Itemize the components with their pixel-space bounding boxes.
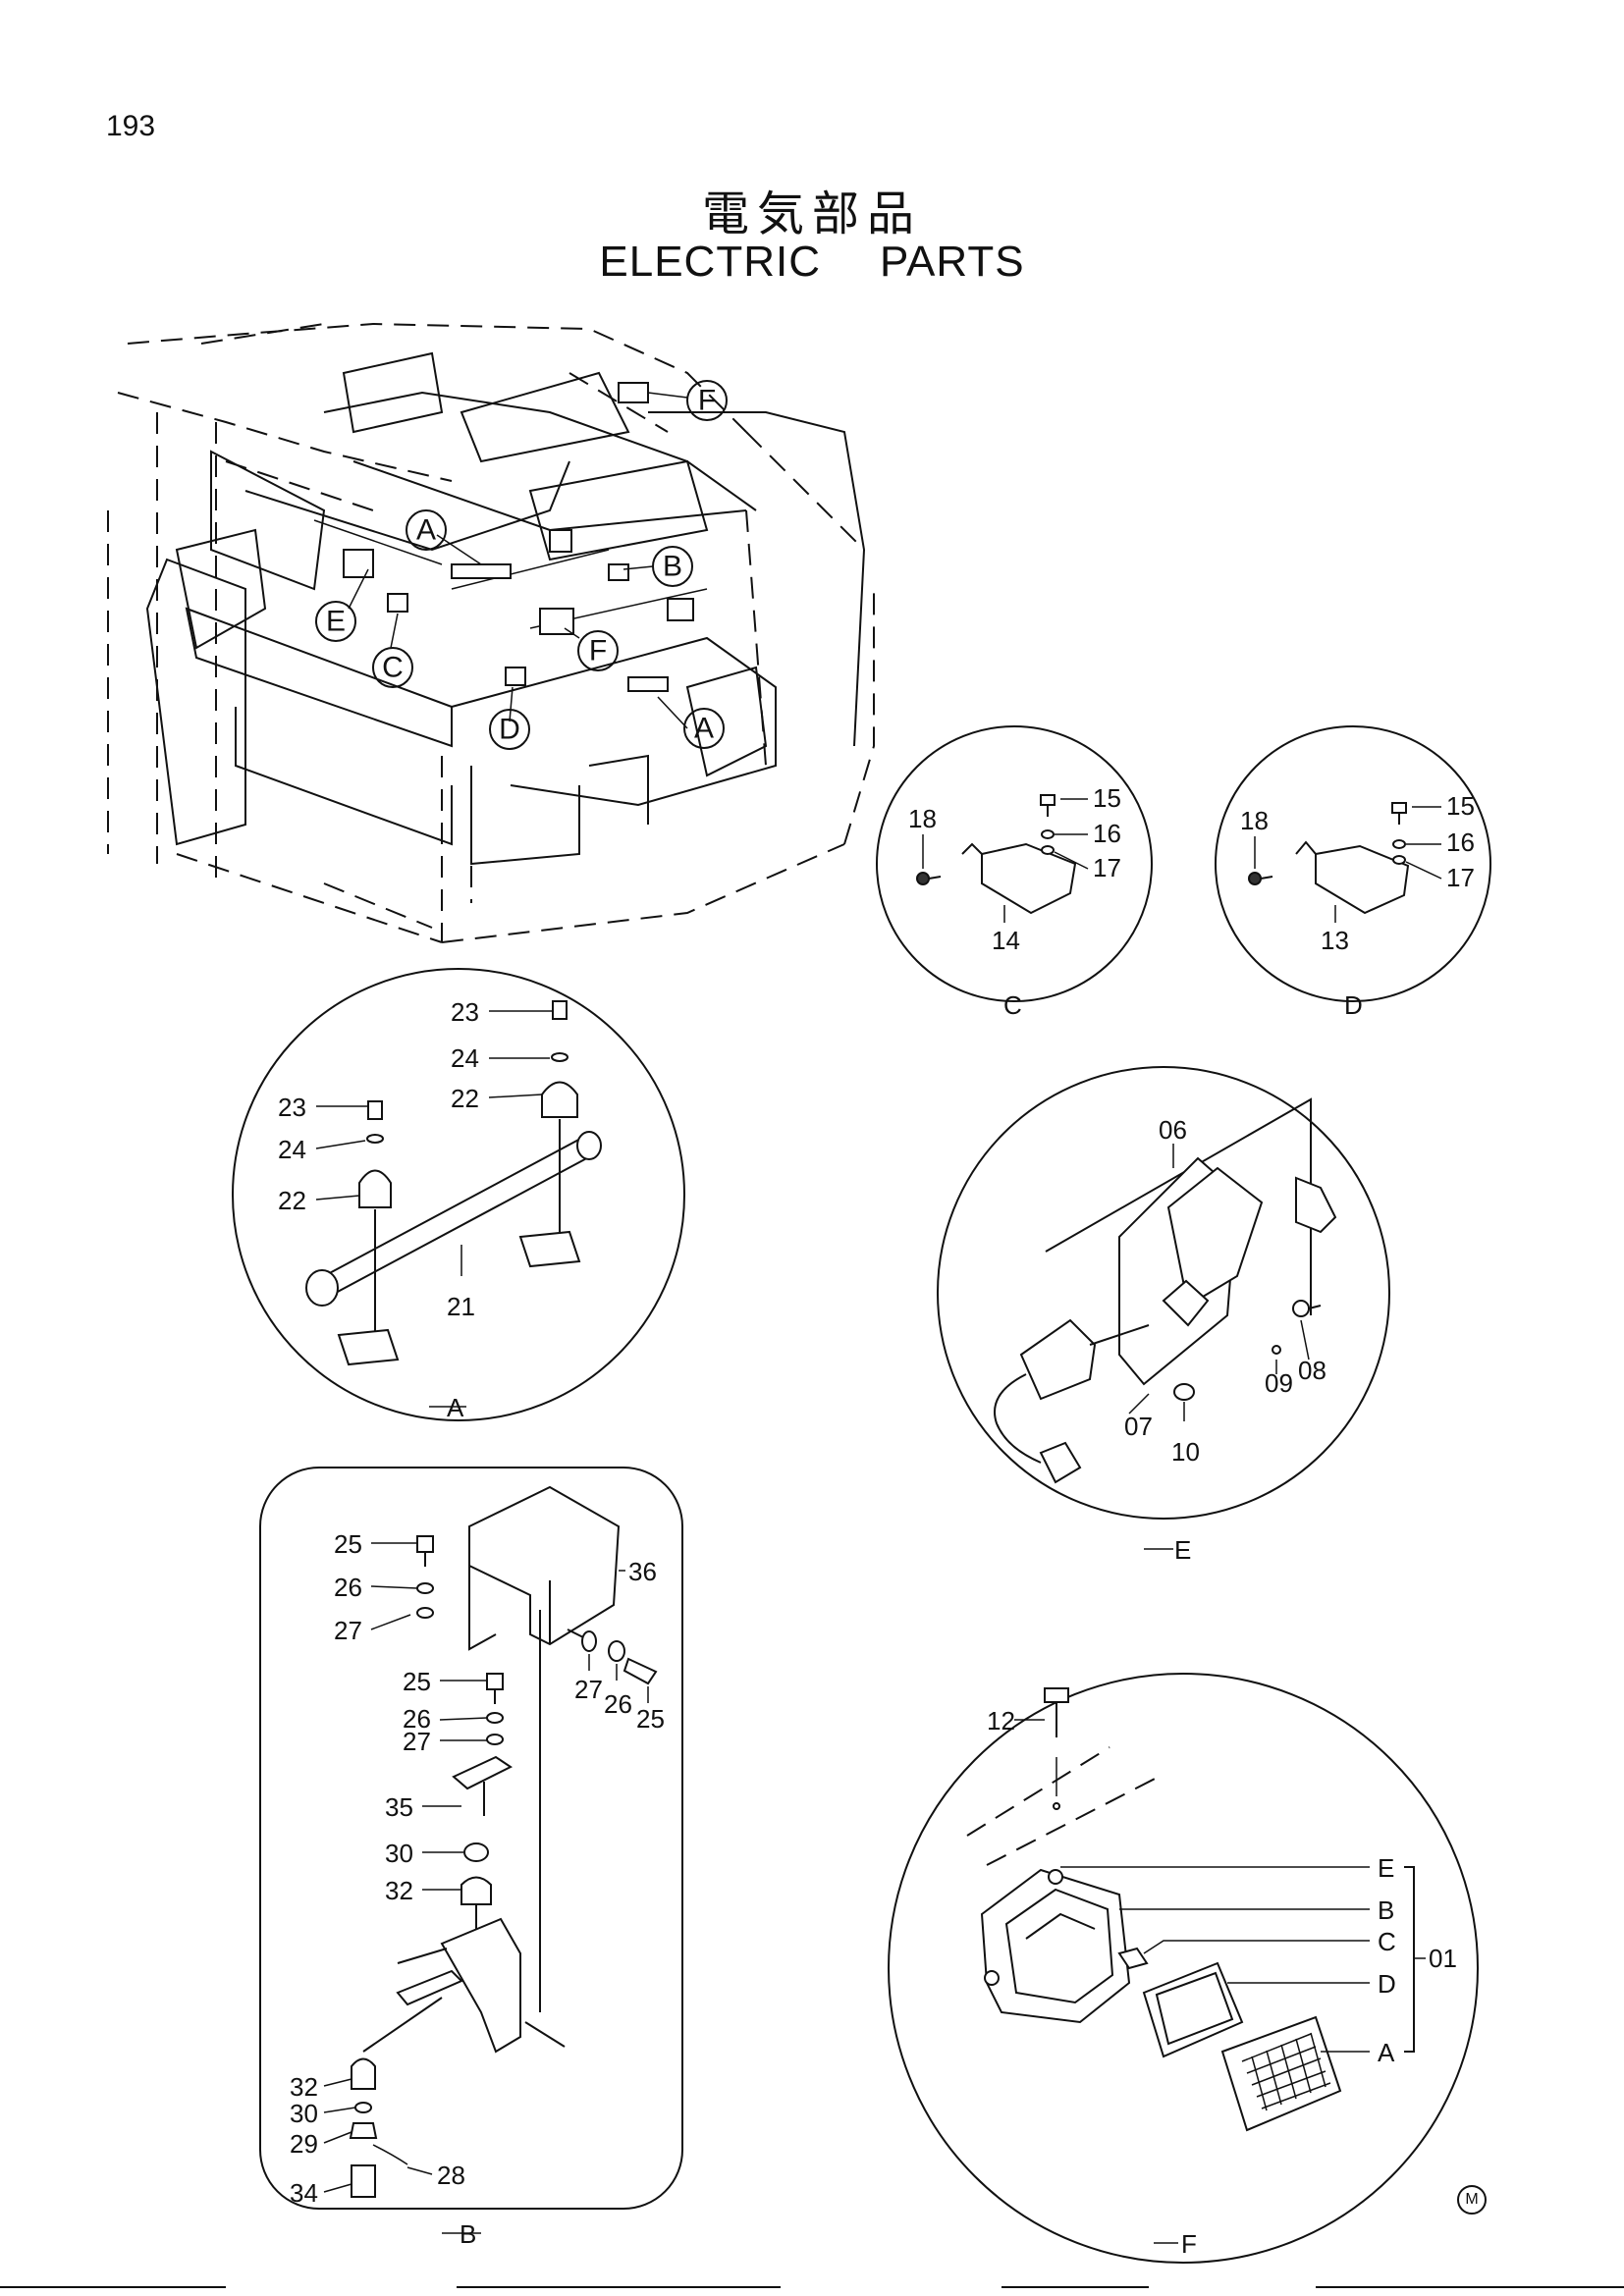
svg-text:D: D <box>499 714 520 746</box>
label-b-27-top: 27 <box>334 1616 362 1645</box>
lens-grid <box>1241 2032 1331 2111</box>
overview-part-e <box>343 549 374 578</box>
title-japanese: 電気部品 <box>701 187 922 241</box>
label-b-26-top: 26 <box>334 1573 362 1602</box>
callout-d: D <box>489 709 530 750</box>
svg-text:E: E <box>326 606 346 638</box>
label-b-26-mid: 26 <box>403 1704 431 1734</box>
svg-text:B: B <box>663 551 682 583</box>
label-c-14: 14 <box>992 926 1020 955</box>
label-b-25-top: 25 <box>334 1529 362 1559</box>
callout-e: E <box>315 601 356 642</box>
callout-c: C <box>372 647 413 688</box>
view-label-f: F <box>1181 2229 1197 2259</box>
label-f-sub-d: D <box>1378 1969 1396 1999</box>
page-number: 193 <box>106 110 156 142</box>
label-b-30-low: 30 <box>290 2099 318 2128</box>
label-f-sub-c: C <box>1378 1927 1396 1956</box>
svg-text:A: A <box>416 514 436 547</box>
overview-part-a-lower <box>627 676 669 692</box>
label-b-32-low: 32 <box>290 2072 318 2102</box>
overview-part-b <box>608 563 629 581</box>
title-english: ELECTRIC PARTS <box>0 238 1624 287</box>
label-a-22-right: 22 <box>451 1084 479 1113</box>
label-f-sub-b: B <box>1378 1896 1394 1925</box>
view-label-b: B <box>460 2219 476 2249</box>
detail-view-f: 12 E B C D A 01 F <box>888 1673 1479 2264</box>
bottom-rule-1 <box>0 2286 226 2288</box>
label-b-32-mid: 32 <box>385 1876 413 1905</box>
label-b-34: 34 <box>290 2178 318 2208</box>
label-e-09: 09 <box>1265 1368 1293 1398</box>
label-b-28: 28 <box>437 2161 465 2190</box>
label-d-15: 15 <box>1446 791 1475 821</box>
label-f-01: 01 <box>1429 1944 1457 1973</box>
callout-a-upper: A <box>406 509 447 551</box>
label-d-17: 17 <box>1446 863 1475 892</box>
label-f-12: 12 <box>987 1706 1015 1735</box>
callout-a-lower: A <box>683 708 725 749</box>
view-label-e: E <box>1174 1535 1191 1565</box>
svg-text:C: C <box>382 652 404 684</box>
label-b-30-mid: 30 <box>385 1839 413 1868</box>
svg-text:F: F <box>698 385 716 417</box>
view-label-a: A <box>447 1393 464 1422</box>
overview-part-f-top <box>618 382 649 403</box>
callout-b: B <box>652 546 693 587</box>
label-b-26-side: 26 <box>604 1689 632 1719</box>
detail-view-c: 15 16 17 18 14 C <box>876 725 1153 1020</box>
label-b-29: 29 <box>290 2129 318 2159</box>
label-a-23-right: 23 <box>451 997 479 1027</box>
detail-view-b: 25 26 27 36 27 26 25 25 26 27 35 30 32 3… <box>259 1467 683 2249</box>
detail-view-e: 06 07 08 09 10 E <box>937 1066 1390 1565</box>
label-e-08: 08 <box>1298 1356 1326 1385</box>
label-e-06: 06 <box>1159 1115 1187 1145</box>
callout-f-top: F <box>686 380 728 421</box>
label-c-18: 18 <box>908 804 937 833</box>
view-label-c: C <box>1003 990 1022 1020</box>
label-b-25-side: 25 <box>636 1704 665 1734</box>
overview-part-a-upper <box>451 563 512 579</box>
bottom-rule-3 <box>1001 2286 1149 2288</box>
label-e-10: 10 <box>1171 1437 1200 1467</box>
bottom-rule-4 <box>1316 2286 1624 2288</box>
label-d-18: 18 <box>1240 806 1269 835</box>
label-a-22-left: 22 <box>278 1186 306 1215</box>
overview-part-d <box>505 667 526 686</box>
label-b-27-side: 27 <box>574 1675 603 1704</box>
overview-block-1 <box>667 598 694 621</box>
label-b-27-mid: 27 <box>403 1727 431 1756</box>
bottom-rule-2 <box>457 2286 781 2288</box>
label-a-23-left: 23 <box>278 1093 306 1122</box>
marking-m: M <box>1457 2185 1487 2215</box>
title-english-word-1: ELECTRIC <box>599 238 821 286</box>
label-d-16: 16 <box>1446 828 1475 857</box>
label-e-07: 07 <box>1124 1412 1153 1441</box>
label-f-sub-e: E <box>1378 1853 1394 1883</box>
svg-text:F: F <box>589 635 607 667</box>
label-b-35: 35 <box>385 1792 413 1822</box>
label-a-24-left: 24 <box>278 1135 306 1164</box>
detail-view-a: 23 24 22 23 24 22 21 A <box>232 968 685 1422</box>
overview-part-c <box>387 593 408 613</box>
overview-block-2 <box>549 529 572 553</box>
detail-view-d: 15 16 17 18 13 D <box>1215 725 1491 1020</box>
view-label-d: D <box>1344 990 1363 1020</box>
label-c-15: 15 <box>1093 783 1121 813</box>
label-f-sub-a: A <box>1378 2038 1395 2067</box>
label-c-17: 17 <box>1093 853 1121 882</box>
label-a-21: 21 <box>447 1292 475 1321</box>
label-a-24-right: 24 <box>451 1043 479 1073</box>
label-d-13: 13 <box>1321 926 1349 955</box>
label-b-25-mid: 25 <box>403 1667 431 1696</box>
overview-illustration <box>107 322 875 943</box>
label-c-16: 16 <box>1093 819 1121 848</box>
title-english-word-2: PARTS <box>879 238 1025 286</box>
callout-f-center: F <box>577 630 619 671</box>
svg-text:A: A <box>694 713 714 745</box>
label-b-36: 36 <box>628 1557 657 1586</box>
